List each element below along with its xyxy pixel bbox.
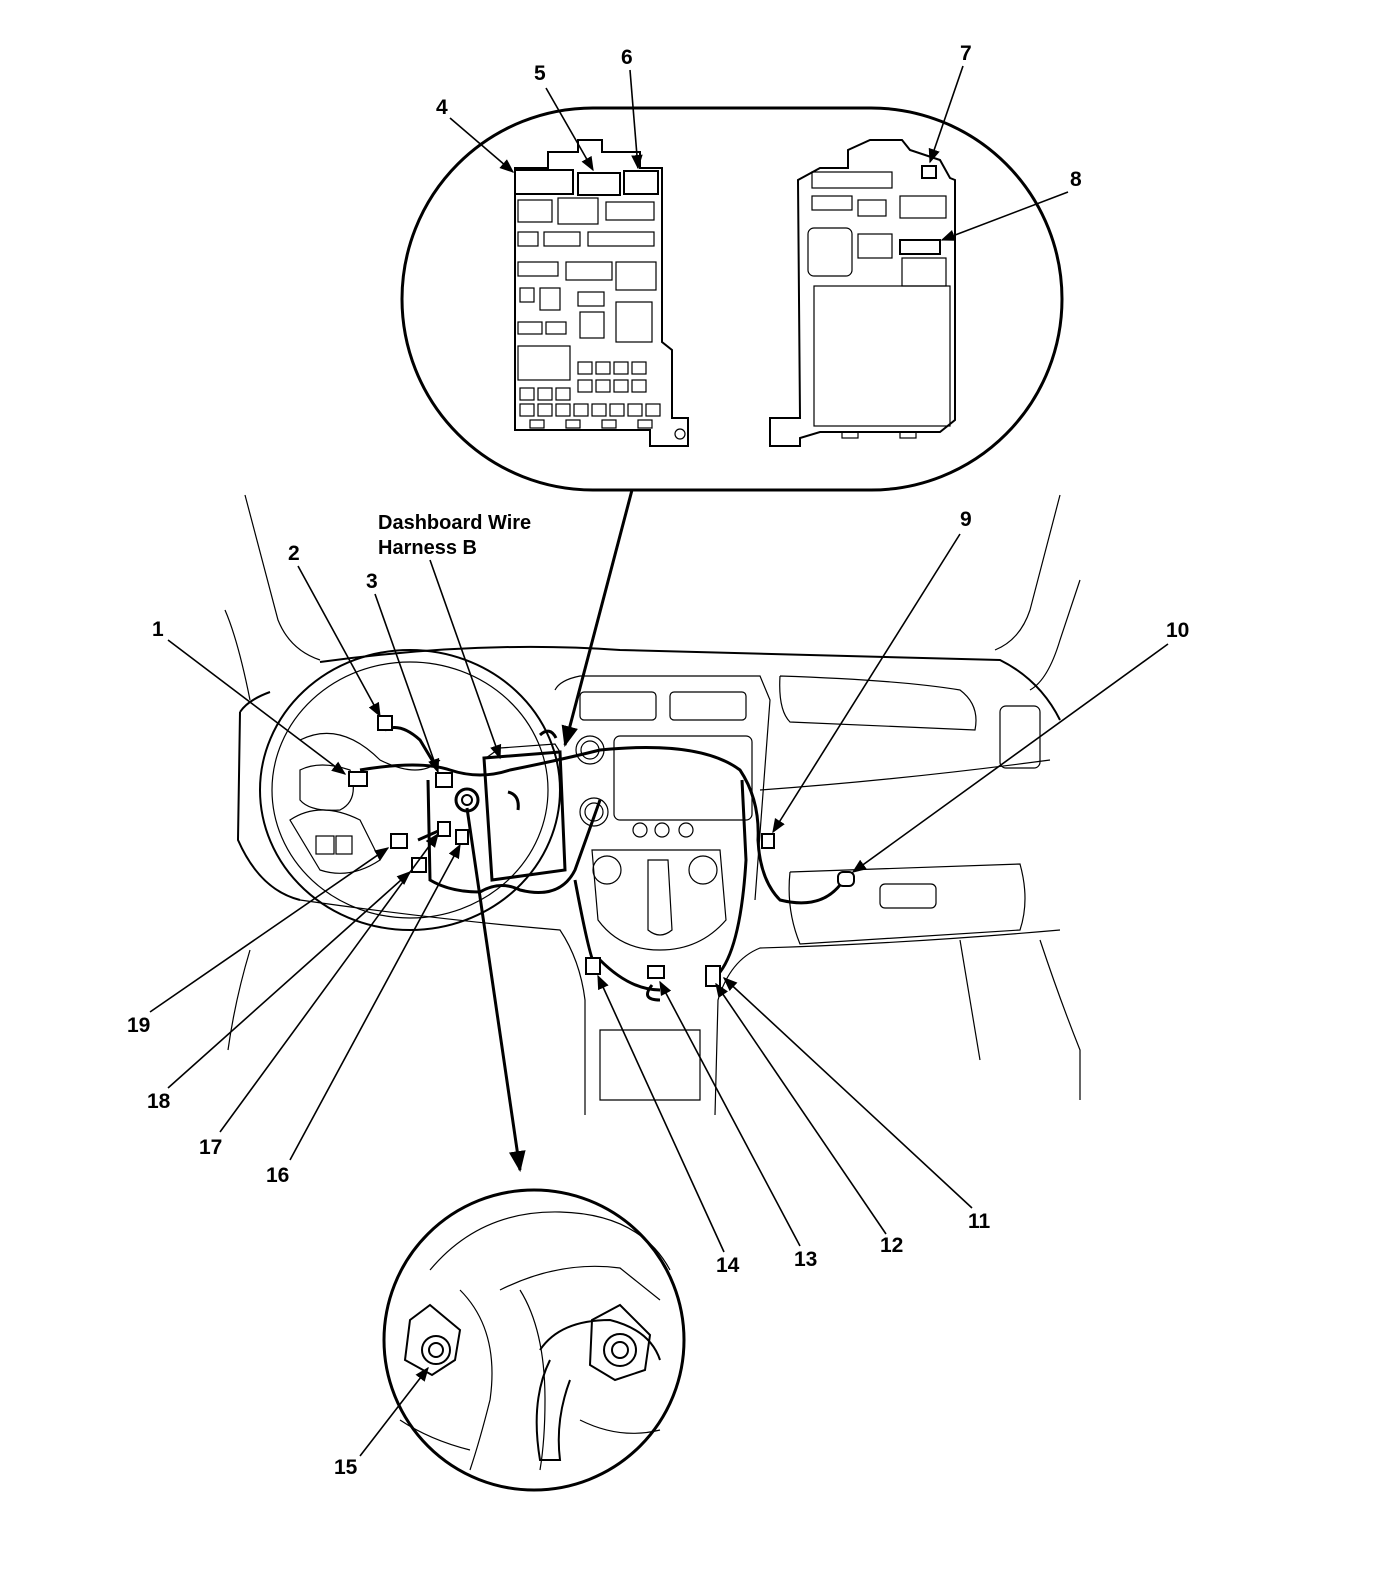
- callout-15: 15: [334, 1456, 358, 1479]
- callout-2: 2: [288, 542, 300, 565]
- callout-11: 11: [968, 1210, 991, 1233]
- ground-detail-inset: [382, 1188, 686, 1492]
- callout-19: 19: [127, 1014, 150, 1037]
- harness-label-line2: Harness B: [378, 537, 477, 559]
- dashboard-drawing: [224, 494, 1081, 1116]
- inset-arrow-down: [561, 489, 634, 748]
- fuse-box-front: [514, 139, 689, 447]
- fuse-box-rear: [769, 139, 956, 447]
- callout-17: 17: [199, 1136, 222, 1159]
- callout-10: 10: [1166, 619, 1189, 642]
- harness-label-line1: Dashboard Wire: [378, 512, 531, 534]
- fuse-grid: [519, 361, 661, 429]
- callout-18: 18: [147, 1090, 171, 1113]
- dash-connectors: [348, 715, 855, 987]
- fuse-box-inset: [400, 106, 1064, 492]
- callout-14: 14: [716, 1254, 740, 1277]
- callout-leaders: [149, 65, 1169, 1457]
- callout-7: 7: [960, 42, 972, 65]
- callout-13: 13: [794, 1248, 817, 1271]
- callout-6: 6: [621, 46, 633, 69]
- callout-3: 3: [366, 570, 378, 593]
- callout-16: 16: [266, 1164, 289, 1187]
- callout-8: 8: [1070, 168, 1082, 191]
- callout-1: 1: [152, 618, 164, 641]
- callout-5: 5: [534, 62, 546, 85]
- callout-12: 12: [880, 1234, 903, 1257]
- callout-9: 9: [960, 508, 972, 531]
- ground-bolt-left: [403, 1303, 462, 1377]
- control-unit-box: [454, 743, 567, 882]
- ground-bolt-right: [588, 1303, 652, 1382]
- callout-4: 4: [436, 96, 448, 119]
- inset-arrow-bottom: [465, 807, 526, 1173]
